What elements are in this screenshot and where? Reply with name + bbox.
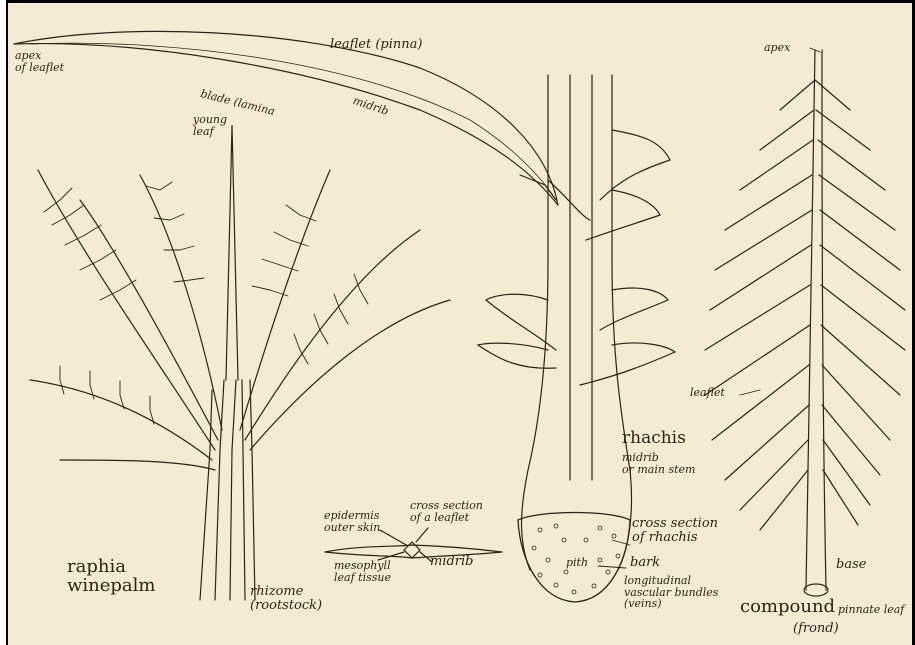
label-cross-section-leaflet: cross section of a leaflet	[410, 500, 483, 523]
label-base: base	[836, 558, 866, 572]
label-rhachis-subtitle: midrib or main stem	[622, 452, 695, 475]
label-longitudinal-vascular: longitudinal vascular bundles (veins)	[624, 575, 718, 610]
label-rhachis: rhachis	[622, 430, 686, 448]
leaflet-drawing	[14, 31, 558, 205]
label-pith: pith	[566, 557, 588, 569]
label-epidermis: epidermis outer skin	[324, 510, 380, 533]
label-leaflet-pinna: leaflet (pinna)	[330, 38, 422, 52]
label-midrib-section: midrib	[430, 555, 474, 569]
label-frond: (frond)	[793, 622, 839, 636]
label-apex: apex	[764, 42, 790, 54]
pinnate-leaf-drawing	[705, 50, 905, 596]
label-cross-section-rhachis: cross section of rhachis	[632, 517, 718, 544]
frame-top-border	[0, 0, 915, 3]
frame-left-border	[0, 0, 8, 645]
raphia-palm-drawing	[30, 125, 450, 600]
label-pinnate-leaf: pinnate leaf	[838, 604, 904, 616]
label-compound: compound	[740, 598, 835, 617]
label-leaflet: leaflet	[690, 387, 725, 399]
label-bark: bark	[630, 556, 660, 570]
label-apex-of-leaflet: apex of leaflet	[15, 50, 64, 73]
label-young-leaf: young leaf	[193, 114, 227, 137]
label-rhizome: rhizome (rootstock)	[250, 585, 322, 612]
label-raphia-winepalm: raphia winepalm	[67, 558, 156, 596]
label-mesophyll: mesophyll leaf tissue	[334, 560, 391, 583]
